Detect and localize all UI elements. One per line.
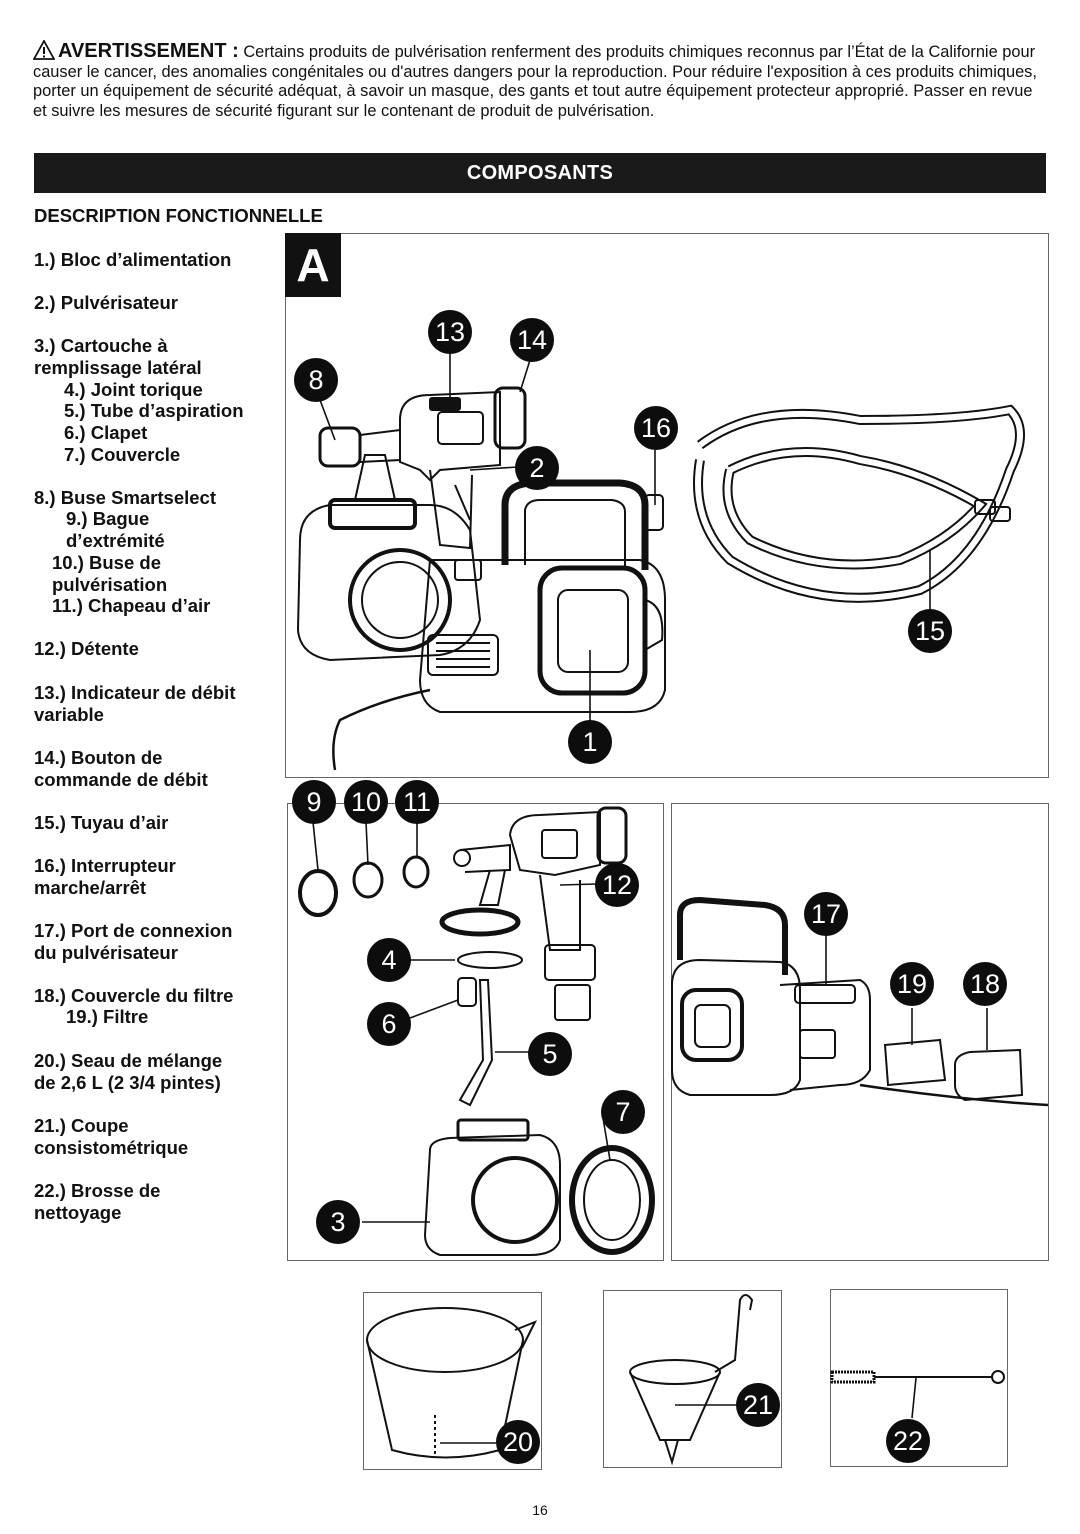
air-hose-drawing xyxy=(693,404,1025,603)
list-item: 12.) Détente xyxy=(34,638,139,659)
sprayer-parts-drawing xyxy=(298,806,655,1256)
list-item: 1.) Bloc d’alimentation xyxy=(34,249,232,270)
list-item: 9.) Bague d’extrémité xyxy=(66,508,165,551)
callout-14: 14 xyxy=(510,318,554,362)
callout-10: 10 xyxy=(344,780,388,824)
list-item: 16.) Interrupteur marche/arrêt xyxy=(34,855,176,898)
list-item: 2.) Pulvérisateur xyxy=(34,292,178,313)
callout-21: 21 xyxy=(736,1383,780,1427)
list-item: 22.) Brosse de nettoyage xyxy=(34,1180,161,1223)
callout-3: 3 xyxy=(316,1200,360,1244)
callout-9: 9 xyxy=(292,780,336,824)
warning-paragraph: AVERTISSEMENT : Certains produits de pul… xyxy=(32,39,1048,121)
cleaning-brush-drawing xyxy=(830,1370,1005,1384)
filter-assembly-drawing xyxy=(671,896,1049,1107)
list-item: 19.) Filtre xyxy=(66,1006,149,1027)
list-item: 5.) Tube d’aspiration xyxy=(64,400,244,421)
callout-19: 19 xyxy=(890,962,934,1006)
warning-body: Certains produits de pulvérisation renfe… xyxy=(33,43,1037,120)
viscosity-cup-drawing xyxy=(629,1294,754,1466)
callout-16: 16 xyxy=(634,406,678,450)
list-item: 14.) Bouton de commande de débit xyxy=(34,747,208,790)
power-unit-drawing xyxy=(296,479,666,771)
warning-triangle-icon xyxy=(32,39,56,60)
callout-4: 4 xyxy=(367,938,411,982)
section-banner: COMPOSANTS xyxy=(34,153,1046,193)
list-item: 17.) Port de connexion du pulvérisateur xyxy=(34,920,233,963)
mixing-bucket-drawing xyxy=(366,1307,538,1459)
callout-1: 1 xyxy=(568,720,612,764)
callout-20: 20 xyxy=(496,1420,540,1464)
list-item: 21.) Coupe consistométrique xyxy=(34,1115,189,1158)
callout-5: 5 xyxy=(528,1032,572,1076)
warning-heading: AVERTISSEMENT : xyxy=(58,40,239,62)
callout-11: 11 xyxy=(395,780,439,824)
list-item: 8.) Buse Smartselect xyxy=(34,487,217,508)
section-title: COMPOSANTS xyxy=(466,161,614,184)
list-item: 13.) Indicateur de débit variable xyxy=(34,682,236,725)
list-item: 10.) Buse de pulvérisation xyxy=(52,552,168,595)
callout-2: 2 xyxy=(515,446,559,490)
list-item: 7.) Couvercle xyxy=(64,444,181,465)
sprayer-gun-drawing xyxy=(318,386,527,581)
callout-17: 17 xyxy=(804,892,848,936)
list-item: 15.) Tuyau d’air xyxy=(34,812,169,833)
callout-15: 15 xyxy=(908,609,952,653)
callout-7: 7 xyxy=(601,1090,645,1134)
list-item: 20.) Seau de mélange de 2,6 L (2 3/4 pin… xyxy=(34,1050,223,1093)
callout-8: 8 xyxy=(294,358,338,402)
callout-13: 13 xyxy=(428,310,472,354)
callout-12: 12 xyxy=(595,863,639,907)
figure-letter-badge: A xyxy=(285,233,341,297)
description-title: DESCRIPTION FONCTIONNELLE xyxy=(34,205,323,226)
callout-6: 6 xyxy=(367,1002,411,1046)
list-item: 4.) Joint torique xyxy=(64,379,203,400)
callout-22: 22 xyxy=(886,1419,930,1463)
page-number: 16 xyxy=(532,1502,548,1518)
list-item: 3.) Cartouche à remplissage latéral xyxy=(34,335,202,378)
list-item: 11.) Chapeau d’air xyxy=(52,595,211,616)
list-item: 6.) Clapet xyxy=(64,422,148,443)
callout-18: 18 xyxy=(963,962,1007,1006)
list-item: 18.) Couvercle du filtre xyxy=(34,985,234,1006)
